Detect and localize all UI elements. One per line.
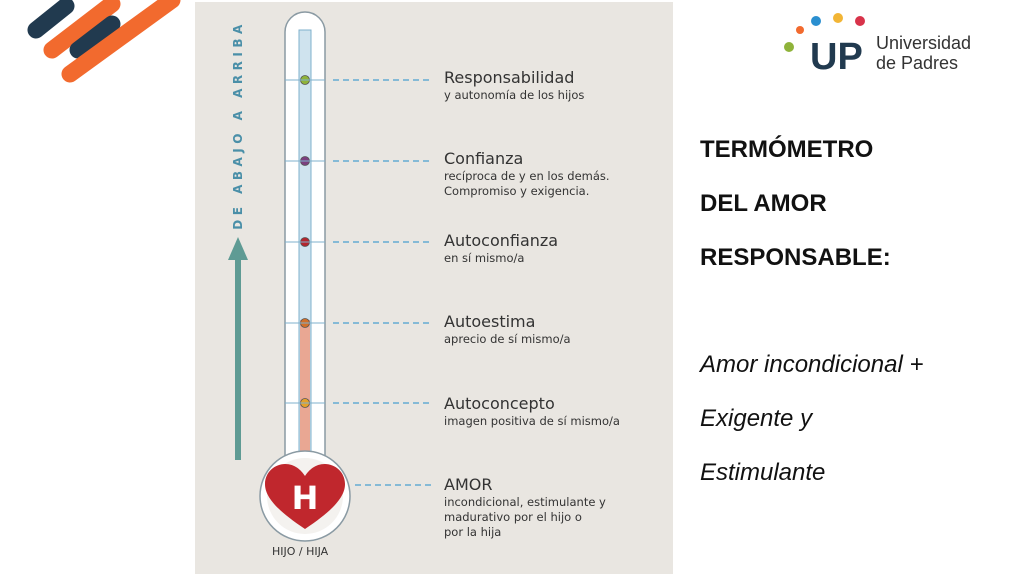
- body-line-2: Exigente y: [700, 405, 813, 432]
- step-title: Autoestima: [444, 312, 536, 331]
- body-line-3: Estimulante: [700, 459, 826, 486]
- thermometer-illustration: H: [228, 11, 433, 542]
- heart-letter: H: [292, 479, 319, 517]
- step-title: AMOR: [444, 475, 493, 494]
- step-desc: incondicional, estimulante y madurativo …: [444, 495, 606, 539]
- title-line-3: RESPONSABLE:: [700, 244, 891, 271]
- step-desc: imagen positiva de sí mismo/a: [444, 414, 620, 428]
- logo-line-2: de Padres: [876, 53, 959, 73]
- universidad-de-padres-logo: UP: [784, 13, 865, 76]
- step-title: Autoconcepto: [444, 394, 555, 413]
- step-desc: recíproca de y en los demás. Compromiso …: [444, 169, 610, 198]
- step-title: Confianza: [444, 149, 524, 168]
- step-desc: aprecio de sí mismo/a: [444, 332, 571, 346]
- decorative-stripes: [27, 0, 181, 83]
- logo-line-1: Universidad: [876, 33, 972, 53]
- direction-label: DE ABAJO A ARRIBA: [231, 20, 245, 230]
- step-autoestima: Autoestima aprecio de sí mismo/a: [444, 313, 571, 347]
- body-line-1: Amor incondicional +: [700, 351, 924, 378]
- step-title: Responsabilidad: [444, 68, 575, 87]
- step-amor: AMOR incondicional, estimulante y madura…: [444, 476, 606, 540]
- title-line-1: TERMÓMETRO: [700, 136, 874, 163]
- base-label: HIJO / HIJA: [272, 545, 329, 558]
- logo-mark: UP: [810, 36, 863, 76]
- thermometer-panel: H: [195, 2, 673, 574]
- step-title: Autoconfianza: [444, 231, 559, 250]
- step-desc: y autonomía de los hijos: [444, 88, 585, 102]
- step-confianza: Confianza recíproca de y en los demás. C…: [444, 150, 610, 199]
- step-autoconfianza: Autoconfianza en sí mismo/a: [444, 232, 558, 266]
- step-autoconcepto: Autoconcepto imagen positiva de sí mismo…: [444, 395, 620, 429]
- step-responsabilidad: Responsabilidad y autonomía de los hijos: [444, 69, 584, 103]
- logo-text: Universidad de Padres: [876, 33, 971, 73]
- step-desc: en sí mismo/a: [444, 251, 525, 265]
- title-line-2: DEL AMOR: [700, 190, 827, 217]
